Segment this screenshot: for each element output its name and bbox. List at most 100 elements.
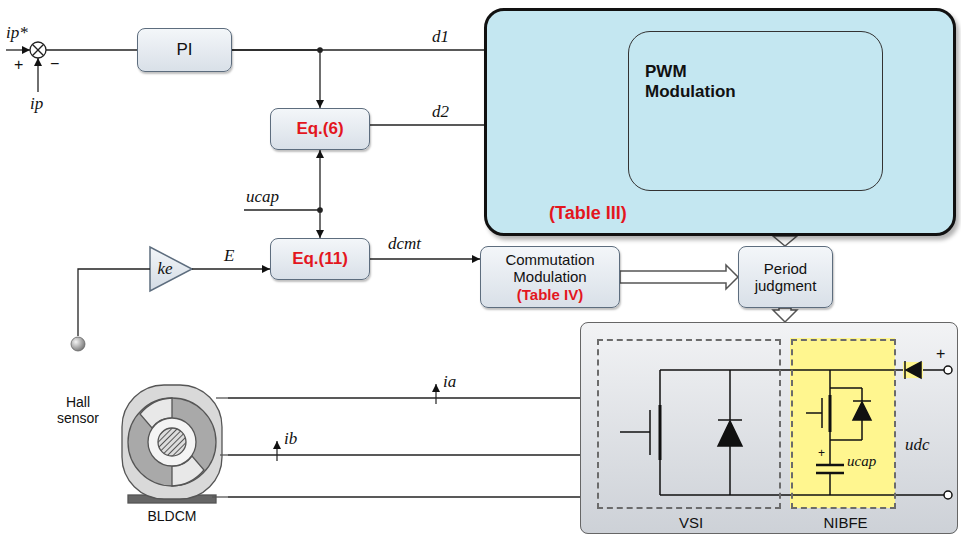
nibfe-circuit	[806, 412, 822, 414]
nibfe-circuit	[830, 439, 862, 441]
nibfe-circuit	[906, 362, 921, 378]
current-arrows	[276, 441, 277, 461]
summing-junction	[37, 58, 38, 92]
phase-wire	[228, 397, 580, 398]
nibfe-circuit	[830, 387, 862, 389]
polarity-mark: +	[936, 345, 945, 363]
nibfe-circuit	[853, 402, 871, 420]
signal-line	[370, 258, 480, 259]
motor-symbol	[122, 385, 228, 503]
node-text: PWM Modulation	[645, 62, 775, 101]
summing-junction	[6, 49, 30, 50]
node-text: ke	[157, 259, 172, 279]
vsi-switch	[718, 421, 742, 446]
converter-housing	[580, 322, 958, 534]
vsi-switch	[659, 370, 661, 405]
vsi-switch	[660, 494, 944, 496]
node-text: NIBFE	[793, 514, 898, 531]
vsi-switch	[620, 431, 650, 433]
vsi-switch	[659, 405, 662, 460]
converter-housing	[580, 322, 958, 534]
voltage-name: udc	[905, 436, 930, 455]
equation-box: Eq.(6)	[270, 108, 370, 150]
signal-name: ip	[30, 95, 43, 114]
nibfe-circuit	[861, 388, 863, 401]
signal-name: d2	[432, 103, 449, 122]
signal-line	[370, 124, 484, 125]
motor-symbol	[148, 418, 196, 466]
node-text: Period judgment	[746, 260, 826, 295]
motor: BLDCM	[116, 380, 228, 532]
signal-name: dcmt	[388, 235, 421, 254]
nibfe-circuit	[829, 473, 831, 495]
node-text: Eq.(6)	[296, 119, 343, 139]
motor-symbol	[128, 398, 216, 486]
motor-symbol	[122, 385, 222, 499]
signal-line	[319, 150, 320, 238]
sign-mark: −	[50, 55, 59, 73]
signal-name: ip*	[6, 24, 28, 43]
signal-line	[192, 268, 270, 269]
vsi-switch	[659, 460, 661, 495]
phase-wire	[228, 496, 580, 497]
summing-junction	[6, 42, 137, 92]
motor-symbol	[158, 428, 186, 456]
vsi-switch	[729, 446, 731, 495]
nibfe-circuit	[829, 395, 832, 432]
block-arrow	[773, 308, 797, 322]
block-arrow	[620, 265, 738, 289]
nibfe-circuit	[861, 420, 863, 440]
nibfe-circuit	[829, 370, 831, 395]
summing-junction	[32, 44, 43, 55]
current-arrows	[435, 384, 436, 404]
node-text: Eq.(11)	[292, 249, 348, 269]
summing-junction	[30, 42, 46, 58]
signal-name: E	[224, 247, 234, 266]
nibfe-circuit	[806, 361, 952, 499]
nibfe-circuit	[944, 491, 952, 499]
hall-sensor: Hall sensor	[30, 336, 126, 432]
gain-triangle	[150, 247, 192, 291]
node-text: Hall sensor	[43, 394, 113, 426]
hall-sensor-dot	[71, 337, 85, 351]
signal-name: ucap	[246, 188, 279, 207]
sign-mark: +	[14, 56, 23, 74]
gain-block: ke	[150, 247, 192, 291]
node-text: PI	[176, 40, 192, 60]
signal-line	[232, 50, 320, 108]
summing-junction	[32, 44, 43, 55]
nibfe-circuit	[944, 366, 952, 374]
node-text: Commutation Modulation	[490, 251, 610, 286]
front-end-region: NIBFE	[791, 339, 896, 509]
nibfe-circuit	[829, 432, 831, 465]
motor-symbol	[212, 496, 228, 497]
signal-name: d1	[432, 28, 449, 47]
vsi-switch	[660, 369, 944, 371]
modulation-panel: (Table III) PWM Modulation	[484, 8, 956, 236]
block-arrow	[773, 236, 797, 246]
sensor-wire	[78, 269, 150, 336]
summing-junction	[46, 49, 137, 50]
converter-housing	[790, 338, 895, 508]
nibfe-circuit	[816, 464, 844, 467]
pwm-box: PWM Modulation	[628, 31, 883, 191]
node-text: VSI	[599, 514, 783, 531]
gain-triangle	[150, 247, 192, 291]
hall-sensor-dot	[71, 337, 85, 351]
motor-symbol	[220, 454, 228, 455]
current-arrows	[277, 384, 436, 461]
equation-box: Eq.(11)	[270, 238, 370, 280]
node-text: BLDCM	[116, 508, 228, 524]
controller-box: PI	[137, 28, 232, 72]
voltage-name: ucap	[847, 453, 876, 470]
node-text: (Table IV)	[517, 286, 583, 303]
converter-box: VSI NIBFE	[580, 322, 958, 534]
process-box: Period judgment	[738, 246, 833, 308]
polarity-mark: +	[818, 447, 825, 460]
signal-name: ib	[284, 430, 297, 449]
motor-symbol	[216, 397, 228, 398]
phase-wire	[228, 454, 580, 455]
node-text: (Table III)	[549, 203, 627, 224]
nibfe-circuit	[904, 361, 906, 379]
